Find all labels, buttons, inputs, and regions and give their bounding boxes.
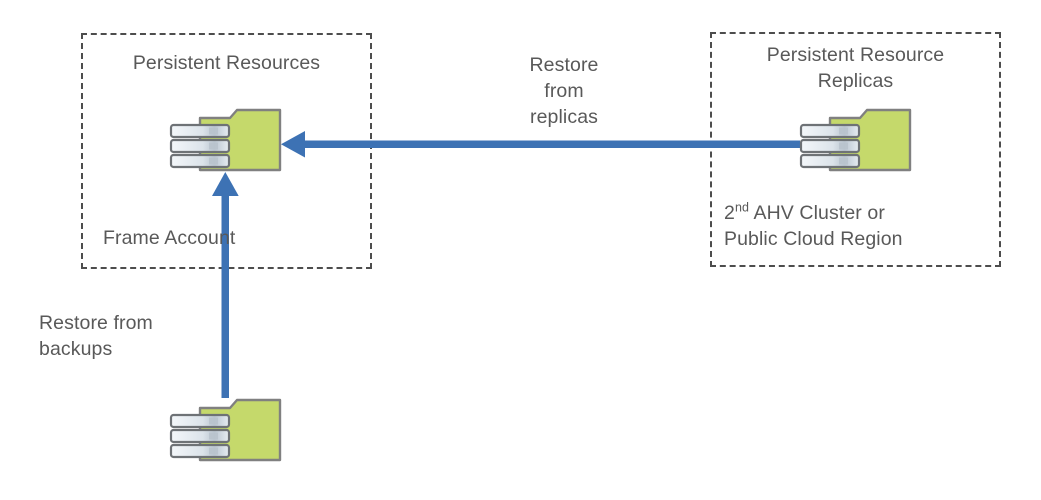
second-site-line1-rest: AHV Cluster or bbox=[749, 202, 885, 224]
restore-from-backups-label: Restore from backups bbox=[39, 312, 153, 360]
persistent-resource-replicas-heading: Persistent Resource Replicas bbox=[766, 44, 945, 92]
second-site-ordinal-suffix: nd bbox=[734, 200, 750, 215]
replica-site-footer-label: 2nd AHV Cluster or Public Cloud Region bbox=[724, 200, 994, 252]
persistent-resources-icon bbox=[169, 108, 282, 172]
restore-from-replicas-label: Restore from replicas bbox=[529, 54, 599, 128]
backup-resources-icon bbox=[169, 398, 282, 462]
persistent-resource-replicas-icon bbox=[799, 108, 912, 172]
replica-site-group-box bbox=[710, 32, 1001, 267]
second-site-prefix: 2 bbox=[724, 202, 735, 224]
frame-account-footer-label: Frame Account bbox=[103, 227, 236, 249]
second-site-line2: Public Cloud Region bbox=[724, 228, 903, 250]
persistent-resources-heading: Persistent Resources bbox=[132, 52, 321, 74]
